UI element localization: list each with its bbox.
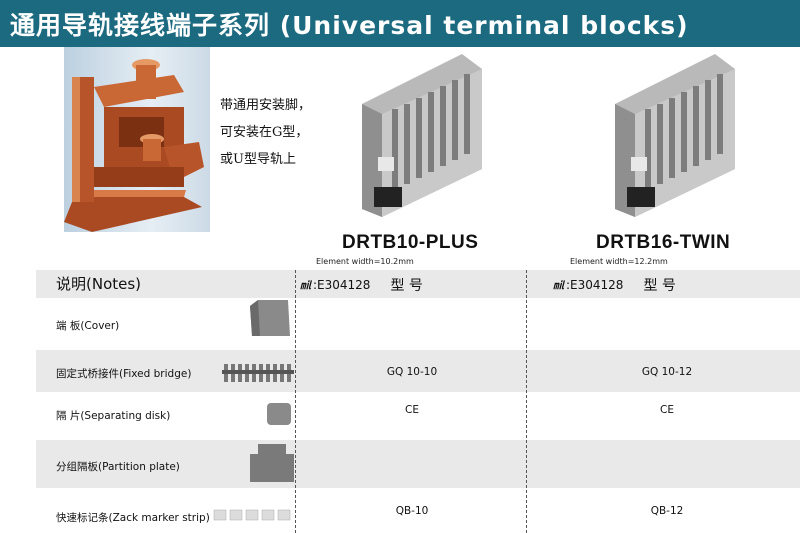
ul-mark-icon: ㏕ bbox=[553, 280, 564, 292]
model-label: 型 号 bbox=[643, 278, 676, 294]
element-width: Element width=12.2mm bbox=[570, 257, 668, 266]
table-row bbox=[36, 440, 800, 488]
mount-text-line: 带通用安装脚， bbox=[220, 98, 312, 113]
model-name: DRTB10-PLUS bbox=[342, 232, 479, 253]
drtb16-twin-image bbox=[605, 49, 743, 219]
column-divider bbox=[526, 270, 527, 533]
element-width: Element width=10.2mm bbox=[316, 257, 414, 266]
row-label-zack-marker-strip: 快速标记条(Zack marker strip) bbox=[56, 512, 210, 524]
marker-strip-icon bbox=[213, 508, 295, 522]
mount-text-line: 或U型导轨上 bbox=[220, 152, 296, 167]
model-name: DRTB16-TWIN bbox=[596, 232, 731, 253]
cell-value: CE bbox=[405, 404, 419, 416]
ul-certification: ㏕ :E304128 型 号 bbox=[553, 275, 676, 295]
cell-value: CE bbox=[660, 404, 674, 416]
row-label-partition-plate: 分组隔板(Partition plate) bbox=[56, 461, 180, 473]
mount-text-line: 可安装在G型， bbox=[220, 125, 309, 140]
table-header-row bbox=[36, 270, 800, 298]
table-row bbox=[36, 350, 800, 392]
cert-number: :E304128 bbox=[313, 278, 371, 292]
cert-number: :E304128 bbox=[566, 278, 624, 292]
separating-disk-icon bbox=[266, 402, 292, 426]
cover-icon bbox=[248, 300, 292, 338]
model-label: 型 号 bbox=[390, 278, 423, 294]
mount-description: 带通用安装脚， 可安装在G型， 或U型导轨上 bbox=[220, 92, 311, 173]
header-banner: 通用导轨接线端子系列 (Universal terminal blocks) bbox=[0, 0, 800, 47]
row-label-separating-disk: 隔 片(Separating disk) bbox=[56, 410, 171, 422]
cell-value: QB-10 bbox=[395, 505, 429, 517]
rail-mount-illustration bbox=[64, 47, 210, 232]
row-label-fixed-bridge: 固定式桥接件(Fixed bridge) bbox=[56, 368, 192, 380]
row-label-cover: 端 板(Cover) bbox=[56, 320, 120, 332]
fixed-bridge-icon bbox=[222, 362, 294, 384]
ul-mark-icon: ㏕ bbox=[300, 280, 311, 292]
partition-plate-icon bbox=[250, 444, 294, 484]
cell-value: GQ 10-10 bbox=[386, 366, 438, 378]
notes-header: 说明(Notes) bbox=[56, 275, 142, 293]
cell-value: GQ 10-12 bbox=[641, 366, 693, 378]
drtb10-plus-image bbox=[352, 49, 490, 219]
column-divider bbox=[295, 270, 296, 533]
ul-certification: ㏕ :E304128 型 号 bbox=[300, 275, 423, 295]
cell-value: QB-12 bbox=[650, 505, 684, 517]
page-title: 通用导轨接线端子系列 (Universal terminal blocks) bbox=[10, 10, 689, 40]
